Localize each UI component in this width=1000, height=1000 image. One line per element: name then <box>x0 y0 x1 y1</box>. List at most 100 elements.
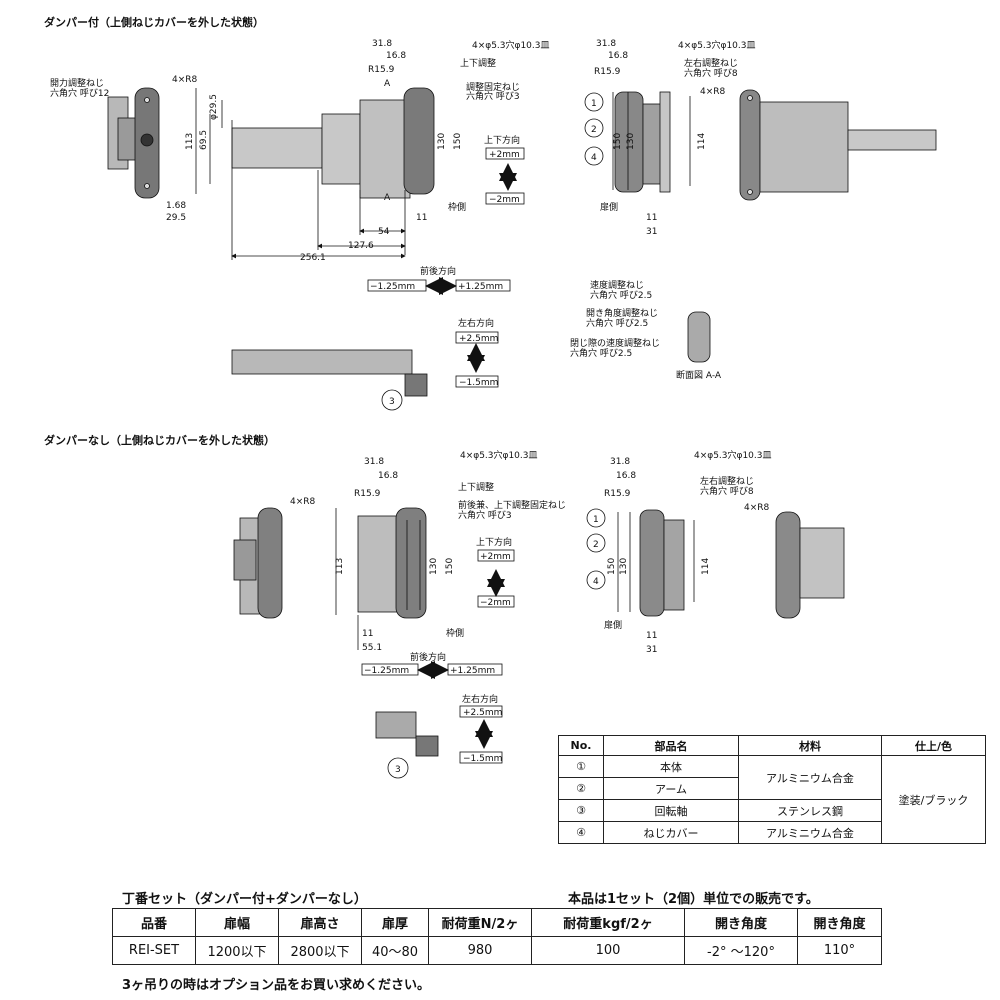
spec-header-load-kgf: 耐荷重kgf/2ヶ <box>531 908 685 937</box>
hex25-b: 六角穴 呼び2.5 <box>586 317 648 329</box>
callout-3-a: 3 <box>389 397 395 407</box>
parts-material-1: アルミニウム合金 <box>738 755 882 800</box>
dim-r15-9-a: R15.9 <box>368 65 395 75</box>
dim-11-c: 11 <box>362 629 373 639</box>
r8-a: 4×R8 <box>172 75 198 85</box>
parts-material-3: ステンレス鋼 <box>738 799 882 822</box>
fb-dir-a: 前後方向 <box>420 265 456 277</box>
callout-3-b: 3 <box>395 765 401 775</box>
parts-finish: 塗装/ブラック <box>881 755 986 844</box>
waku-a: 枠側 <box>448 201 466 213</box>
minus15-b: −1.5mm <box>463 754 502 764</box>
dim-31-8-b: 31.8 <box>596 39 616 49</box>
spec-header-width: 扉幅 <box>195 908 279 937</box>
lr-dir-a: 左右方向 <box>458 317 494 329</box>
spec-width: 1200以下 <box>195 936 279 965</box>
parts-header-no: No. <box>558 735 604 756</box>
spec-header-part: 品番 <box>112 908 196 937</box>
label-a-top: A <box>384 79 391 89</box>
dim-150-c: 150 <box>445 558 455 575</box>
callout-4-a: 4 <box>591 153 597 163</box>
parts-name-3: 回転軸 <box>603 799 739 822</box>
parts-no-1: ① <box>558 755 604 778</box>
parts-no-4: ④ <box>558 821 604 844</box>
dim-130-a: 130 <box>437 133 447 150</box>
minus2-a: −2mm <box>489 195 520 205</box>
dim-130-b: 130 <box>626 133 636 150</box>
dim-114-a: 114 <box>697 133 707 150</box>
minus125-a: −1.25mm <box>370 282 415 292</box>
dim-69-5: 69.5 <box>199 130 209 150</box>
holes-b: 4×φ5.3穴φ10.3皿 <box>678 39 756 51</box>
minus125-b: −1.25mm <box>364 666 409 676</box>
dim-r15-9-d: R15.9 <box>604 489 631 499</box>
dim-phi29-5: φ29.5 <box>209 94 219 120</box>
spec-header-angle-2: 開き角度 <box>797 908 882 937</box>
dim-31-8-c: 31.8 <box>364 457 384 467</box>
lr-screw-a: 左右調整ねじ <box>684 57 738 69</box>
section1-title: ダンパー付（上側ねじカバーを外した状態） <box>44 16 264 29</box>
holes-a: 4×φ5.3穴φ10.3皿 <box>472 39 550 51</box>
view2-front <box>335 507 427 650</box>
view2-side <box>233 507 283 619</box>
callout-1-a: 1 <box>591 99 597 109</box>
dim-31-8-a: 31.8 <box>372 39 392 49</box>
hex3-a: 六角穴 呼び3 <box>466 90 520 102</box>
hex3-b: 六角穴 呼び3 <box>458 509 512 521</box>
spec-header-height: 扉高さ <box>278 908 362 937</box>
view2-rear <box>617 509 695 617</box>
dim-114-b: 114 <box>701 558 711 575</box>
fix-screw-a: 調整固定ねじ <box>466 81 520 93</box>
r8-c: 4×R8 <box>290 497 316 507</box>
dim-16-8-d: 16.8 <box>616 471 636 481</box>
plus25-b: +2.5mm <box>463 708 502 718</box>
parts-name-1: 本体 <box>603 755 739 778</box>
fb-dir-b: 前後方向 <box>410 651 446 663</box>
dim-11-d: 11 <box>646 631 657 641</box>
dim-150-b: 150 <box>613 133 623 150</box>
parts-name-4: ねじカバー <box>603 821 739 844</box>
updown-adjust-a: 上下調整 <box>460 57 496 69</box>
dim-113-b: 113 <box>335 558 345 575</box>
spec-header-angle-1: 開き角度 <box>684 908 798 937</box>
updown-adjust-b: 上下調整 <box>458 481 494 493</box>
dim-16-8-b: 16.8 <box>608 51 628 61</box>
updown-dir-a: 上下方向 <box>484 134 520 146</box>
holes-d: 4×φ5.3穴φ10.3皿 <box>694 449 772 461</box>
parts-header-finish: 仕上/色 <box>881 735 986 756</box>
parts-no-3: ③ <box>558 799 604 822</box>
hex25-a: 六角穴 呼び2.5 <box>590 289 652 301</box>
speed-screw: 速度調整ねじ <box>590 279 644 291</box>
spec-load-kgf: 100 <box>531 936 685 965</box>
close-screw: 閉じ際の速度調整ねじ <box>570 337 660 349</box>
dim-31-8-d: 31.8 <box>610 457 630 467</box>
dim-16-8-c: 16.8 <box>378 471 398 481</box>
tobira-b: 扉側 <box>604 619 622 631</box>
r8-d: 4×R8 <box>744 503 770 513</box>
plus2-a: +2mm <box>489 150 520 160</box>
spec-thickness: 40～80 <box>361 936 429 965</box>
plus2-b: +2mm <box>480 552 511 562</box>
dim-130-c: 130 <box>429 558 439 575</box>
dim-11-b: 11 <box>646 213 657 223</box>
dim-31-a: 31 <box>646 227 657 237</box>
callout-1-b: 1 <box>593 515 599 525</box>
tobira-a: 扉側 <box>600 201 618 213</box>
view1-side <box>107 87 160 199</box>
parts-name-2: アーム <box>603 777 739 800</box>
angle-screw: 開き角度調整ねじ <box>586 307 658 319</box>
lr-screw-b: 左右調整ねじ <box>700 475 754 487</box>
dim-55-1: 55.1 <box>362 643 382 653</box>
parts-header-material: 材料 <box>738 735 882 756</box>
view1-front <box>195 87 435 260</box>
dim-150-a: 150 <box>453 133 463 150</box>
spec-footnote: 3ヶ吊りの時はオプション品をお買い求めください。 <box>122 978 431 993</box>
spec-header-thickness: 扉厚 <box>361 908 429 937</box>
combo-screw: 前後兼、上下調整固定ねじ <box>458 499 566 511</box>
callout-2-a: 2 <box>591 125 597 135</box>
hex12: 六角穴 呼び12 <box>50 87 109 99</box>
spec-height: 2800以下 <box>278 936 362 965</box>
dim-54: 54 <box>378 227 390 237</box>
spec-header-load-n: 耐荷重N/2ヶ <box>428 908 532 937</box>
label-a-bottom: A <box>384 193 391 203</box>
